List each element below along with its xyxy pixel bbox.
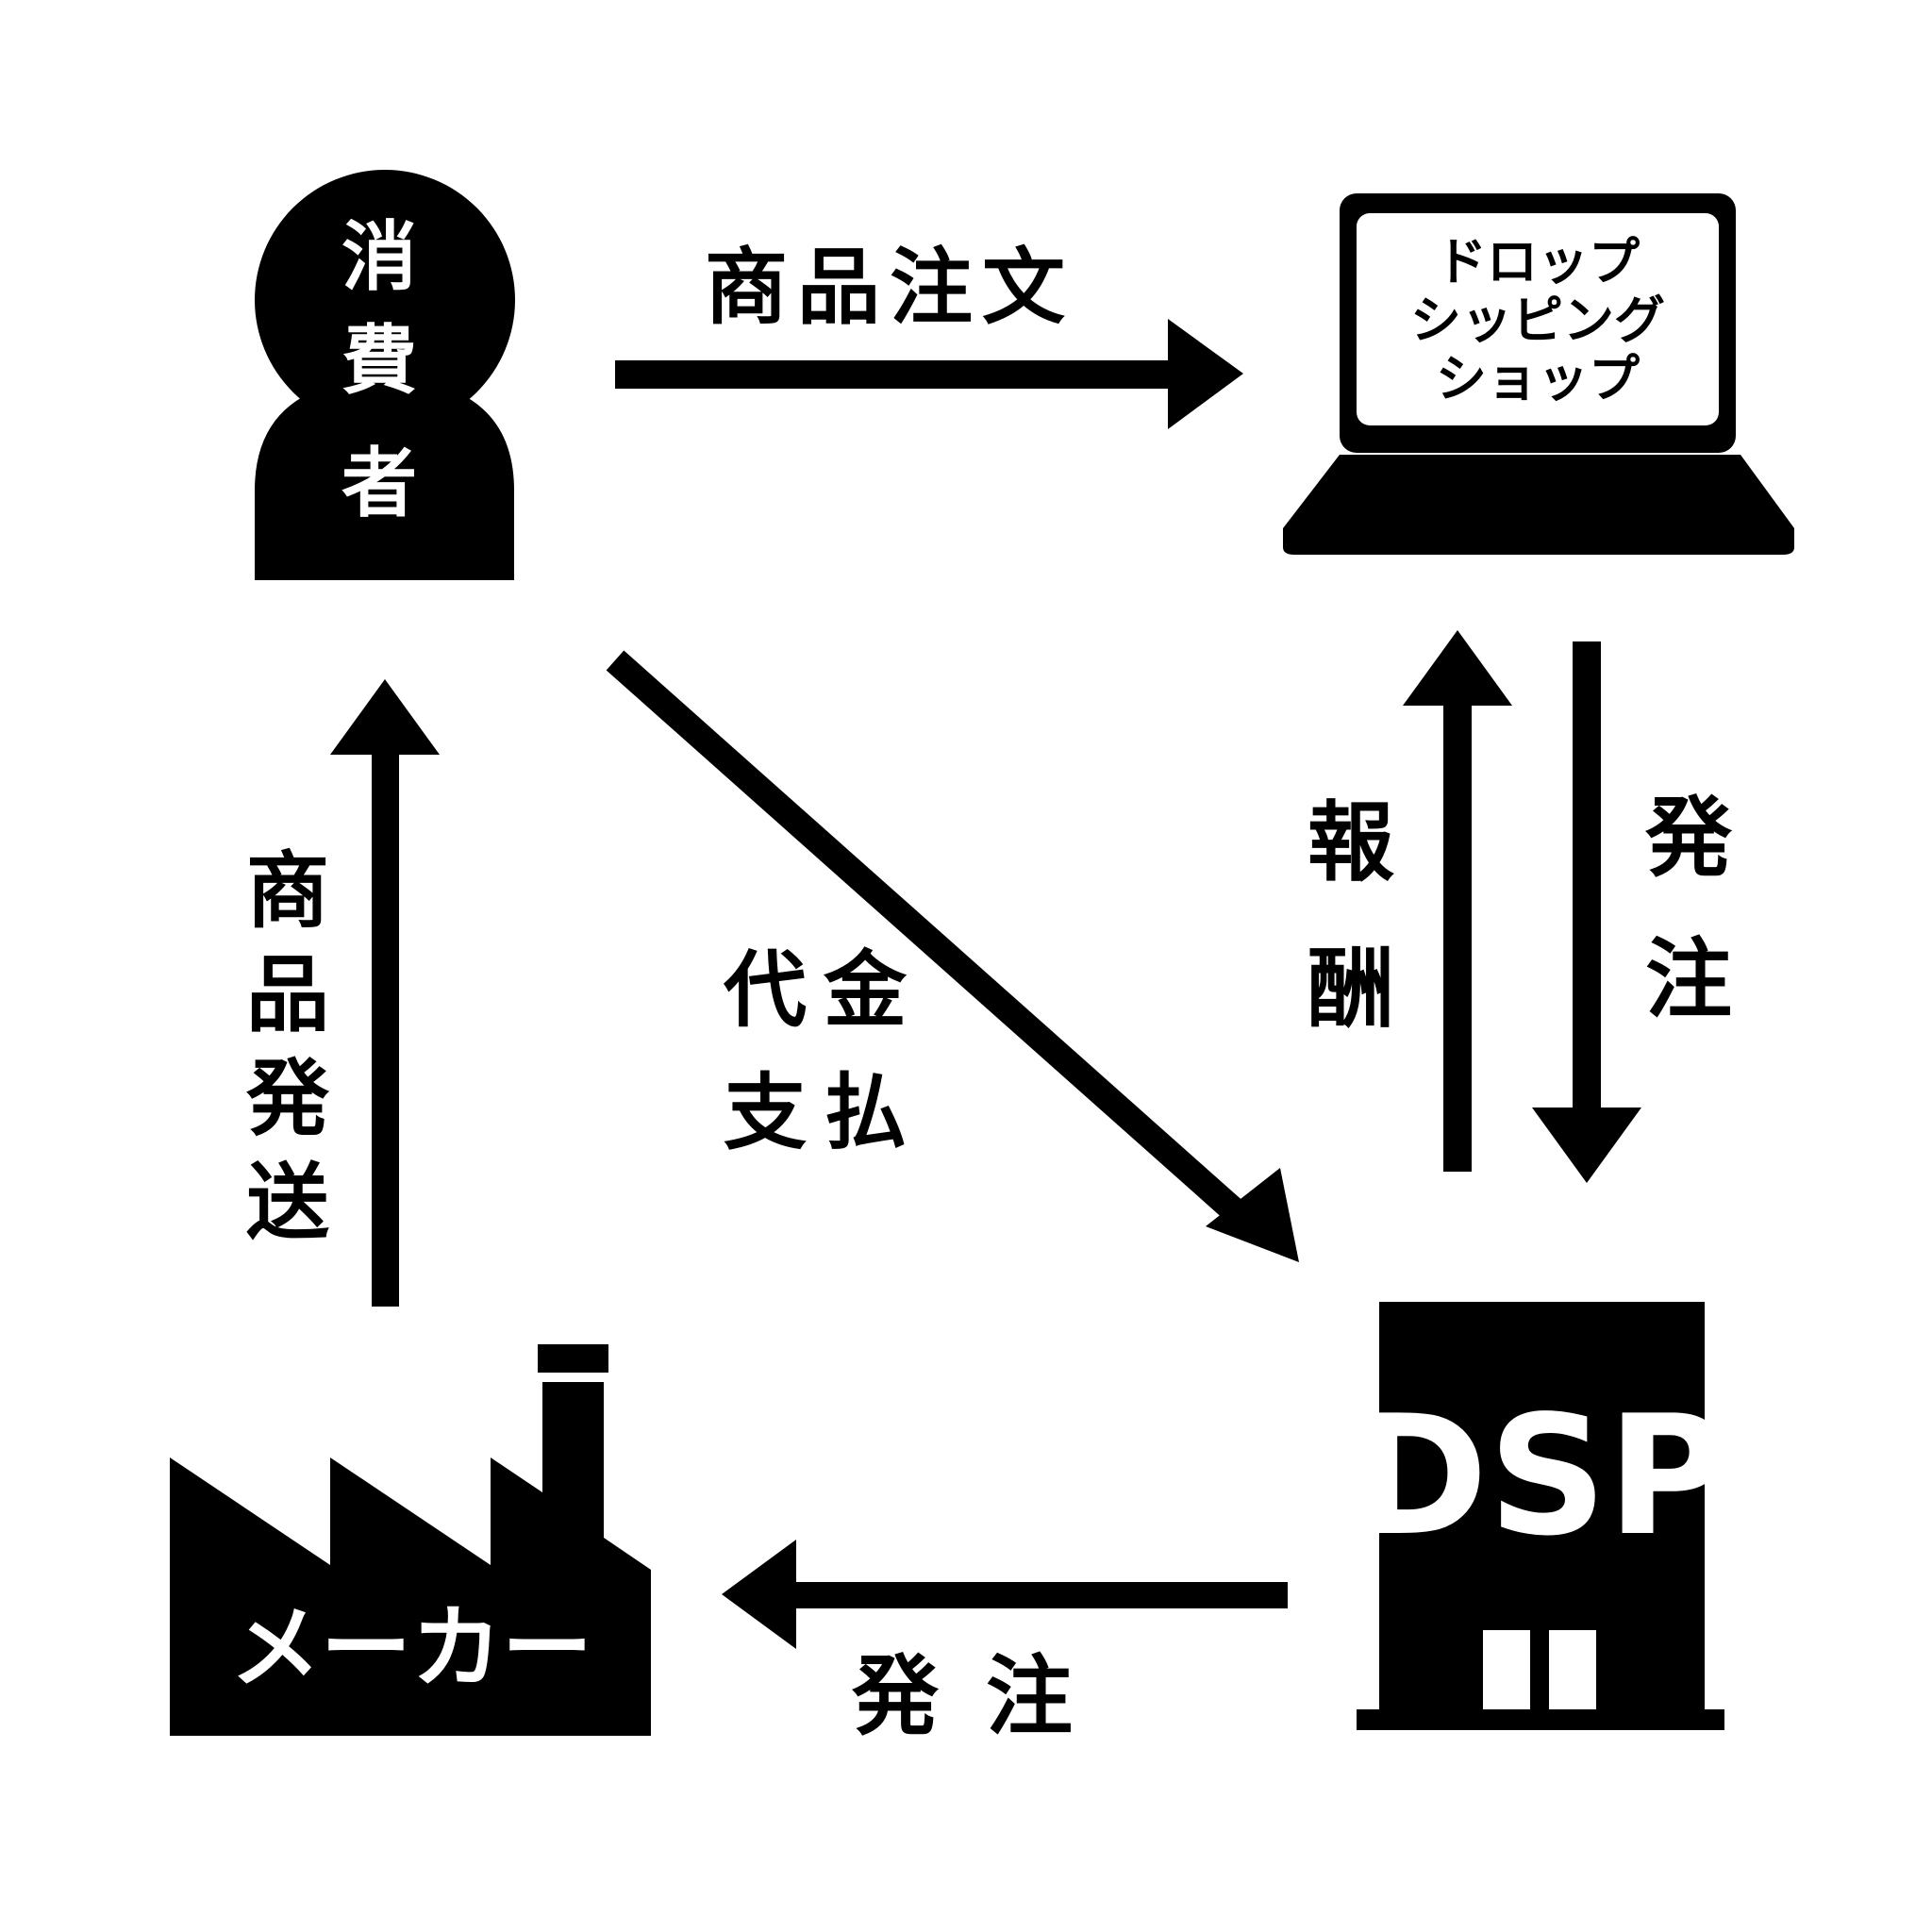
dsp-node: DSP [1351,1302,1728,1730]
label-reward-char: 酬 [1307,939,1394,1040]
arrow-maker-to-consumer [330,679,440,1307]
laptop-icon [1283,193,1794,555]
label-ship-char: 商 [246,842,329,940]
label-shop-order-char: 発 [1645,788,1733,889]
consumer-label-char: 消 [341,213,417,301]
person-icon [255,170,515,580]
arrow-consumer-to-shop [615,319,1243,429]
consumer-label-char: 者 [341,440,417,527]
label-shop-order-char: 注 [1645,929,1732,1030]
label-ship-char: 送 [246,1154,329,1251]
label-dsp-order: 発注 [852,1646,1120,1747]
shop-label-line: ショップ [1436,349,1640,408]
maker-node: メーカー [170,1344,651,1736]
consumer-node: 消 費 者 [255,170,515,580]
shop-label-line: ドロップ [1436,232,1640,291]
label-order-product: 商品注文 [705,239,1074,336]
shop-node: ドロップ シッピング ショップ [1283,193,1794,555]
arrow-consumer-to-dsp [606,650,1299,1262]
arrow-shop-to-dsp [1532,641,1641,1183]
consumer-label-char: 費 [341,317,417,405]
label-reward-char: 報 [1307,792,1394,893]
arrow-dsp-to-shop [1403,630,1512,1172]
maker-label: メーカー [230,1595,592,1701]
arrow-dsp-to-maker [722,1540,1288,1649]
label-ship-char: 発 [245,1050,330,1147]
dsp-label: DSP [1351,1381,1728,1573]
label-ship-char: 品 [246,946,329,1043]
shop-label-line: シッピング [1410,291,1665,350]
building-icon [1357,1302,1724,1730]
label-payment-line: 支払 [724,1064,924,1161]
label-payment-line: 代金 [723,941,924,1039]
factory-icon [170,1344,651,1736]
